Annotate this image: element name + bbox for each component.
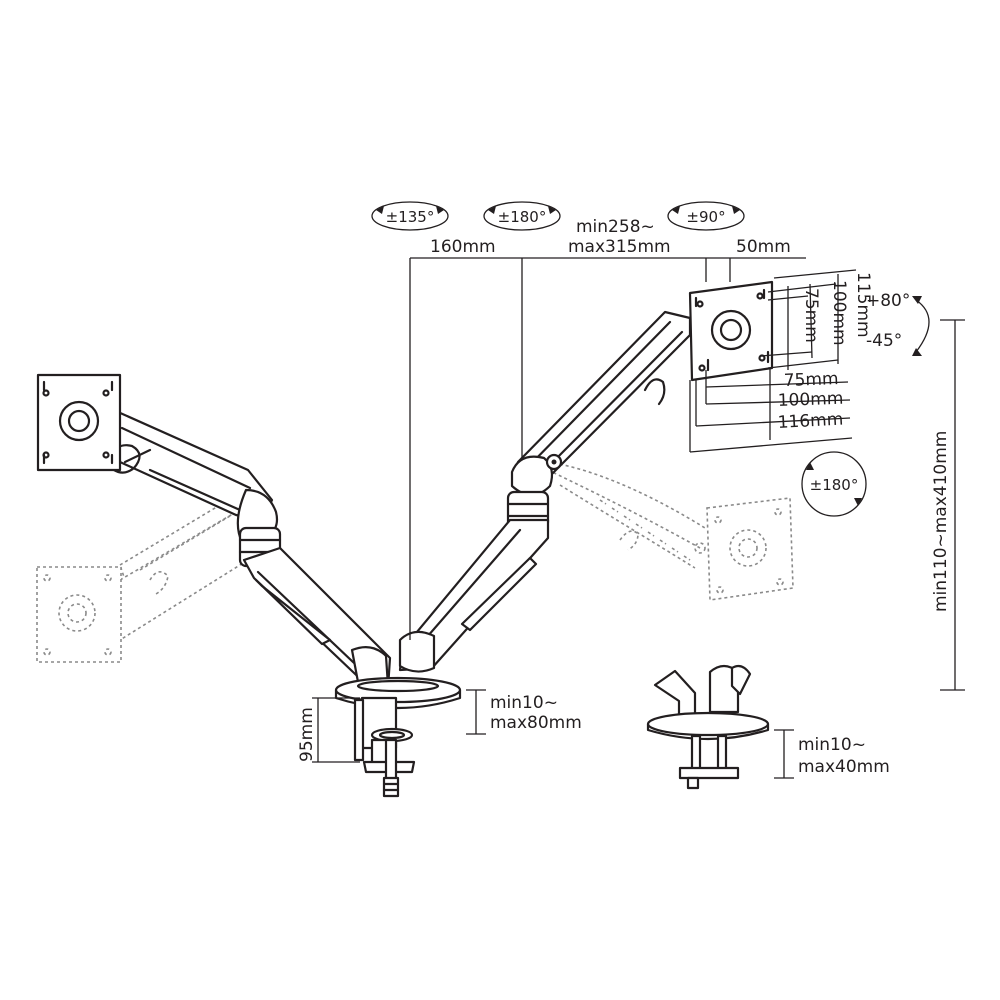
reach-label-line2: max315mm	[568, 237, 671, 257]
grommet-range-line2: max40mm	[798, 757, 890, 777]
grommet-mount	[646, 664, 770, 790]
left-upper-arm	[110, 410, 279, 544]
vesa-label-v115: 115mm	[853, 272, 873, 338]
reach-dimension-lines	[409, 257, 806, 640]
clamp-dimension-lines	[312, 689, 486, 763]
rotation-label-left: ±135°	[386, 208, 435, 226]
left-vesa-plate	[36, 373, 122, 472]
grommet-range-line1: min10~	[798, 735, 866, 755]
rotation-icon-left	[371, 201, 449, 231]
clamp-base-height-label: 95mm	[297, 707, 317, 762]
right-vesa-plate	[688, 280, 774, 382]
rotation-icon-middle	[483, 201, 561, 231]
tilt-arc-icon	[912, 296, 930, 356]
vesa-label-h116: 116mm	[777, 410, 844, 433]
tilt-label-down: -45°	[866, 331, 902, 351]
height-dimension-line	[940, 319, 965, 691]
tilt-label-up: +80°	[866, 291, 910, 311]
ghost-right-vesa-plate	[706, 497, 794, 601]
vesa-label-v75: 75mm	[801, 288, 821, 343]
desk-base	[334, 676, 462, 710]
ghost-right-arm	[547, 461, 706, 569]
clamp-range-line2: max80mm	[490, 713, 582, 733]
height-range-label: min110~max410mm	[931, 431, 951, 612]
rotation-icon-right	[667, 201, 745, 231]
left-lower-arm	[242, 546, 392, 692]
rotation-label-right: ±90°	[686, 208, 725, 226]
offset-label-right: 50mm	[736, 237, 791, 257]
vesa-vertical-dimension-lines	[759, 269, 857, 370]
vesa-horizontal-dimension-lines	[689, 368, 853, 453]
reach-label-line1: min258~	[576, 217, 655, 237]
rotation-label-middle: ±180°	[498, 208, 547, 226]
clamp-range-line1: min10~	[490, 693, 558, 713]
vesa-label-h75: 75mm	[783, 369, 838, 391]
offset-label-left: 160mm	[430, 237, 496, 257]
right-upper-arm	[510, 310, 692, 497]
vesa-label-h100: 100mm	[777, 389, 843, 411]
ghost-left-vesa-plate	[36, 566, 122, 663]
right-lower-arm	[398, 518, 550, 673]
grommet-dimension-lines	[774, 729, 794, 779]
rotate-icon	[801, 451, 867, 517]
rotation-label-rotate: ±180°	[810, 476, 859, 494]
vesa-label-v100: 100mm	[829, 280, 849, 346]
desk-clamp	[353, 696, 416, 798]
